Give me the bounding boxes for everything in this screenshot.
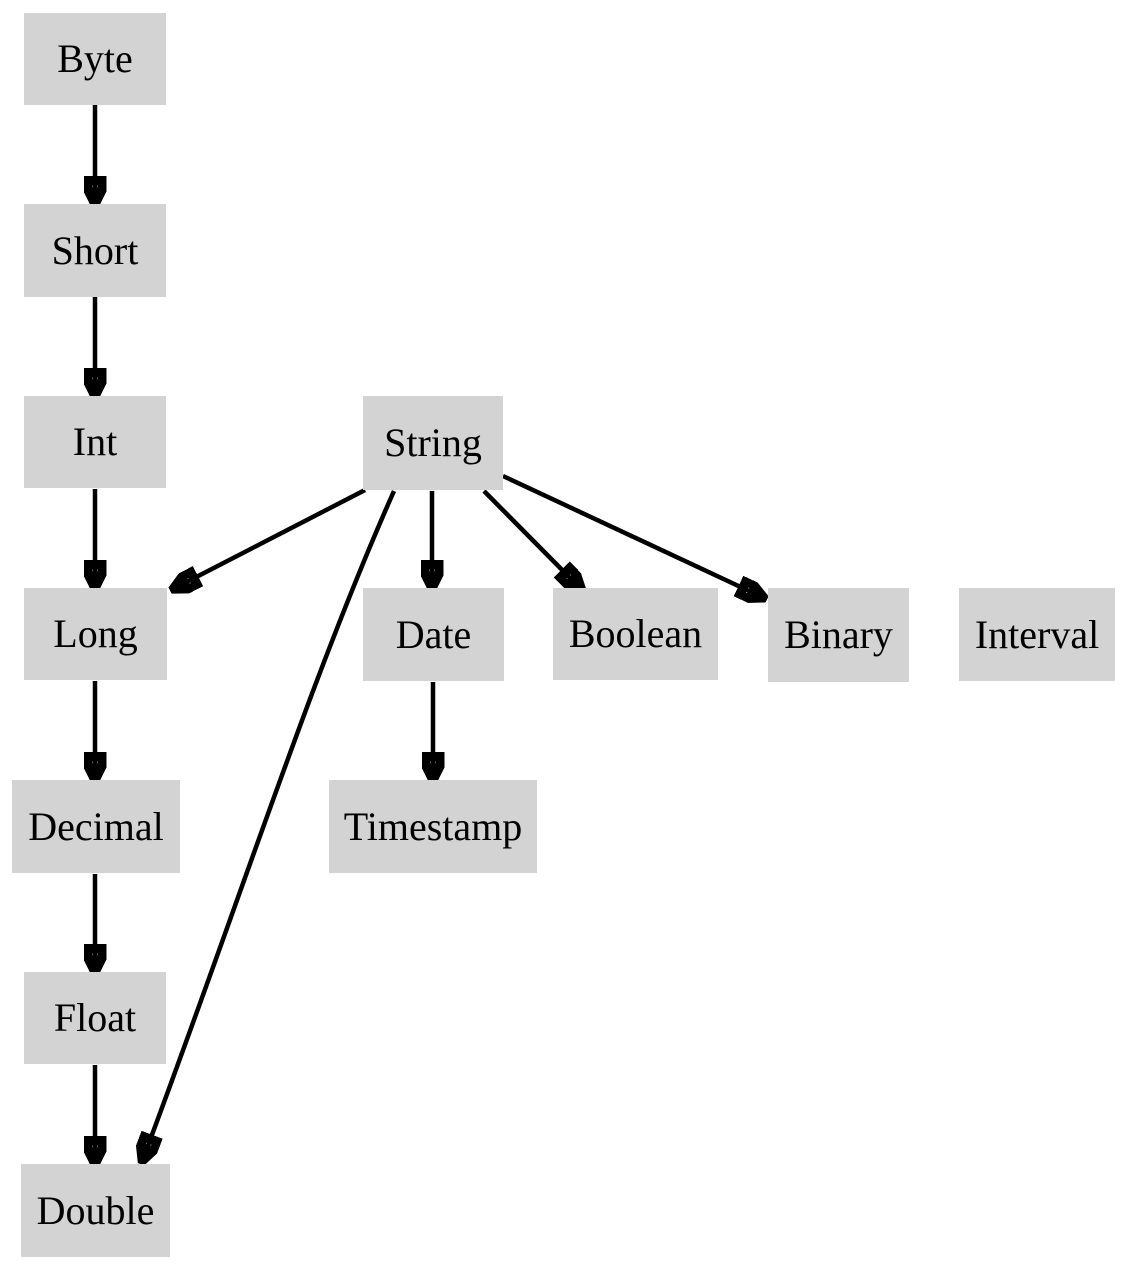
node-float: Float: [24, 972, 166, 1064]
node-decimal-label: Decimal: [28, 803, 164, 849]
node-binary-label: Binary: [784, 612, 893, 657]
node-byte: Byte: [24, 13, 166, 105]
node-decimal: Decimal: [12, 780, 180, 873]
node-date: Date: [363, 588, 504, 681]
node-interval: Interval: [959, 588, 1115, 681]
node-interval-label: Interval: [974, 611, 1100, 657]
node-boolean: Boolean: [553, 588, 718, 680]
node-long-label: Long: [53, 611, 138, 656]
node-binary: Binary: [768, 588, 909, 682]
node-short: Short: [24, 204, 166, 297]
edge-string-long: [175, 488, 367, 588]
edge-string-binary: [502, 473, 762, 597]
node-double-label: Double: [36, 1187, 155, 1233]
node-byte-label: Byte: [57, 36, 133, 81]
node-string: String: [363, 396, 503, 490]
node-boolean-label: Boolean: [568, 611, 703, 656]
node-long: Long: [24, 588, 167, 680]
node-date-label: Date: [395, 611, 472, 657]
node-string-label: String: [384, 420, 482, 465]
node-timestamp-label: Timestamp: [343, 803, 523, 849]
node-int-label: Int: [72, 419, 118, 464]
node-int: Int: [24, 396, 166, 488]
node-double: Double: [21, 1164, 170, 1257]
edge-string-double: [143, 490, 397, 1159]
node-timestamp: Timestamp: [329, 780, 537, 873]
node-float-label: Float: [53, 995, 137, 1040]
edge-string-boolean: [482, 489, 580, 588]
node-short-label: Short: [51, 227, 139, 273]
